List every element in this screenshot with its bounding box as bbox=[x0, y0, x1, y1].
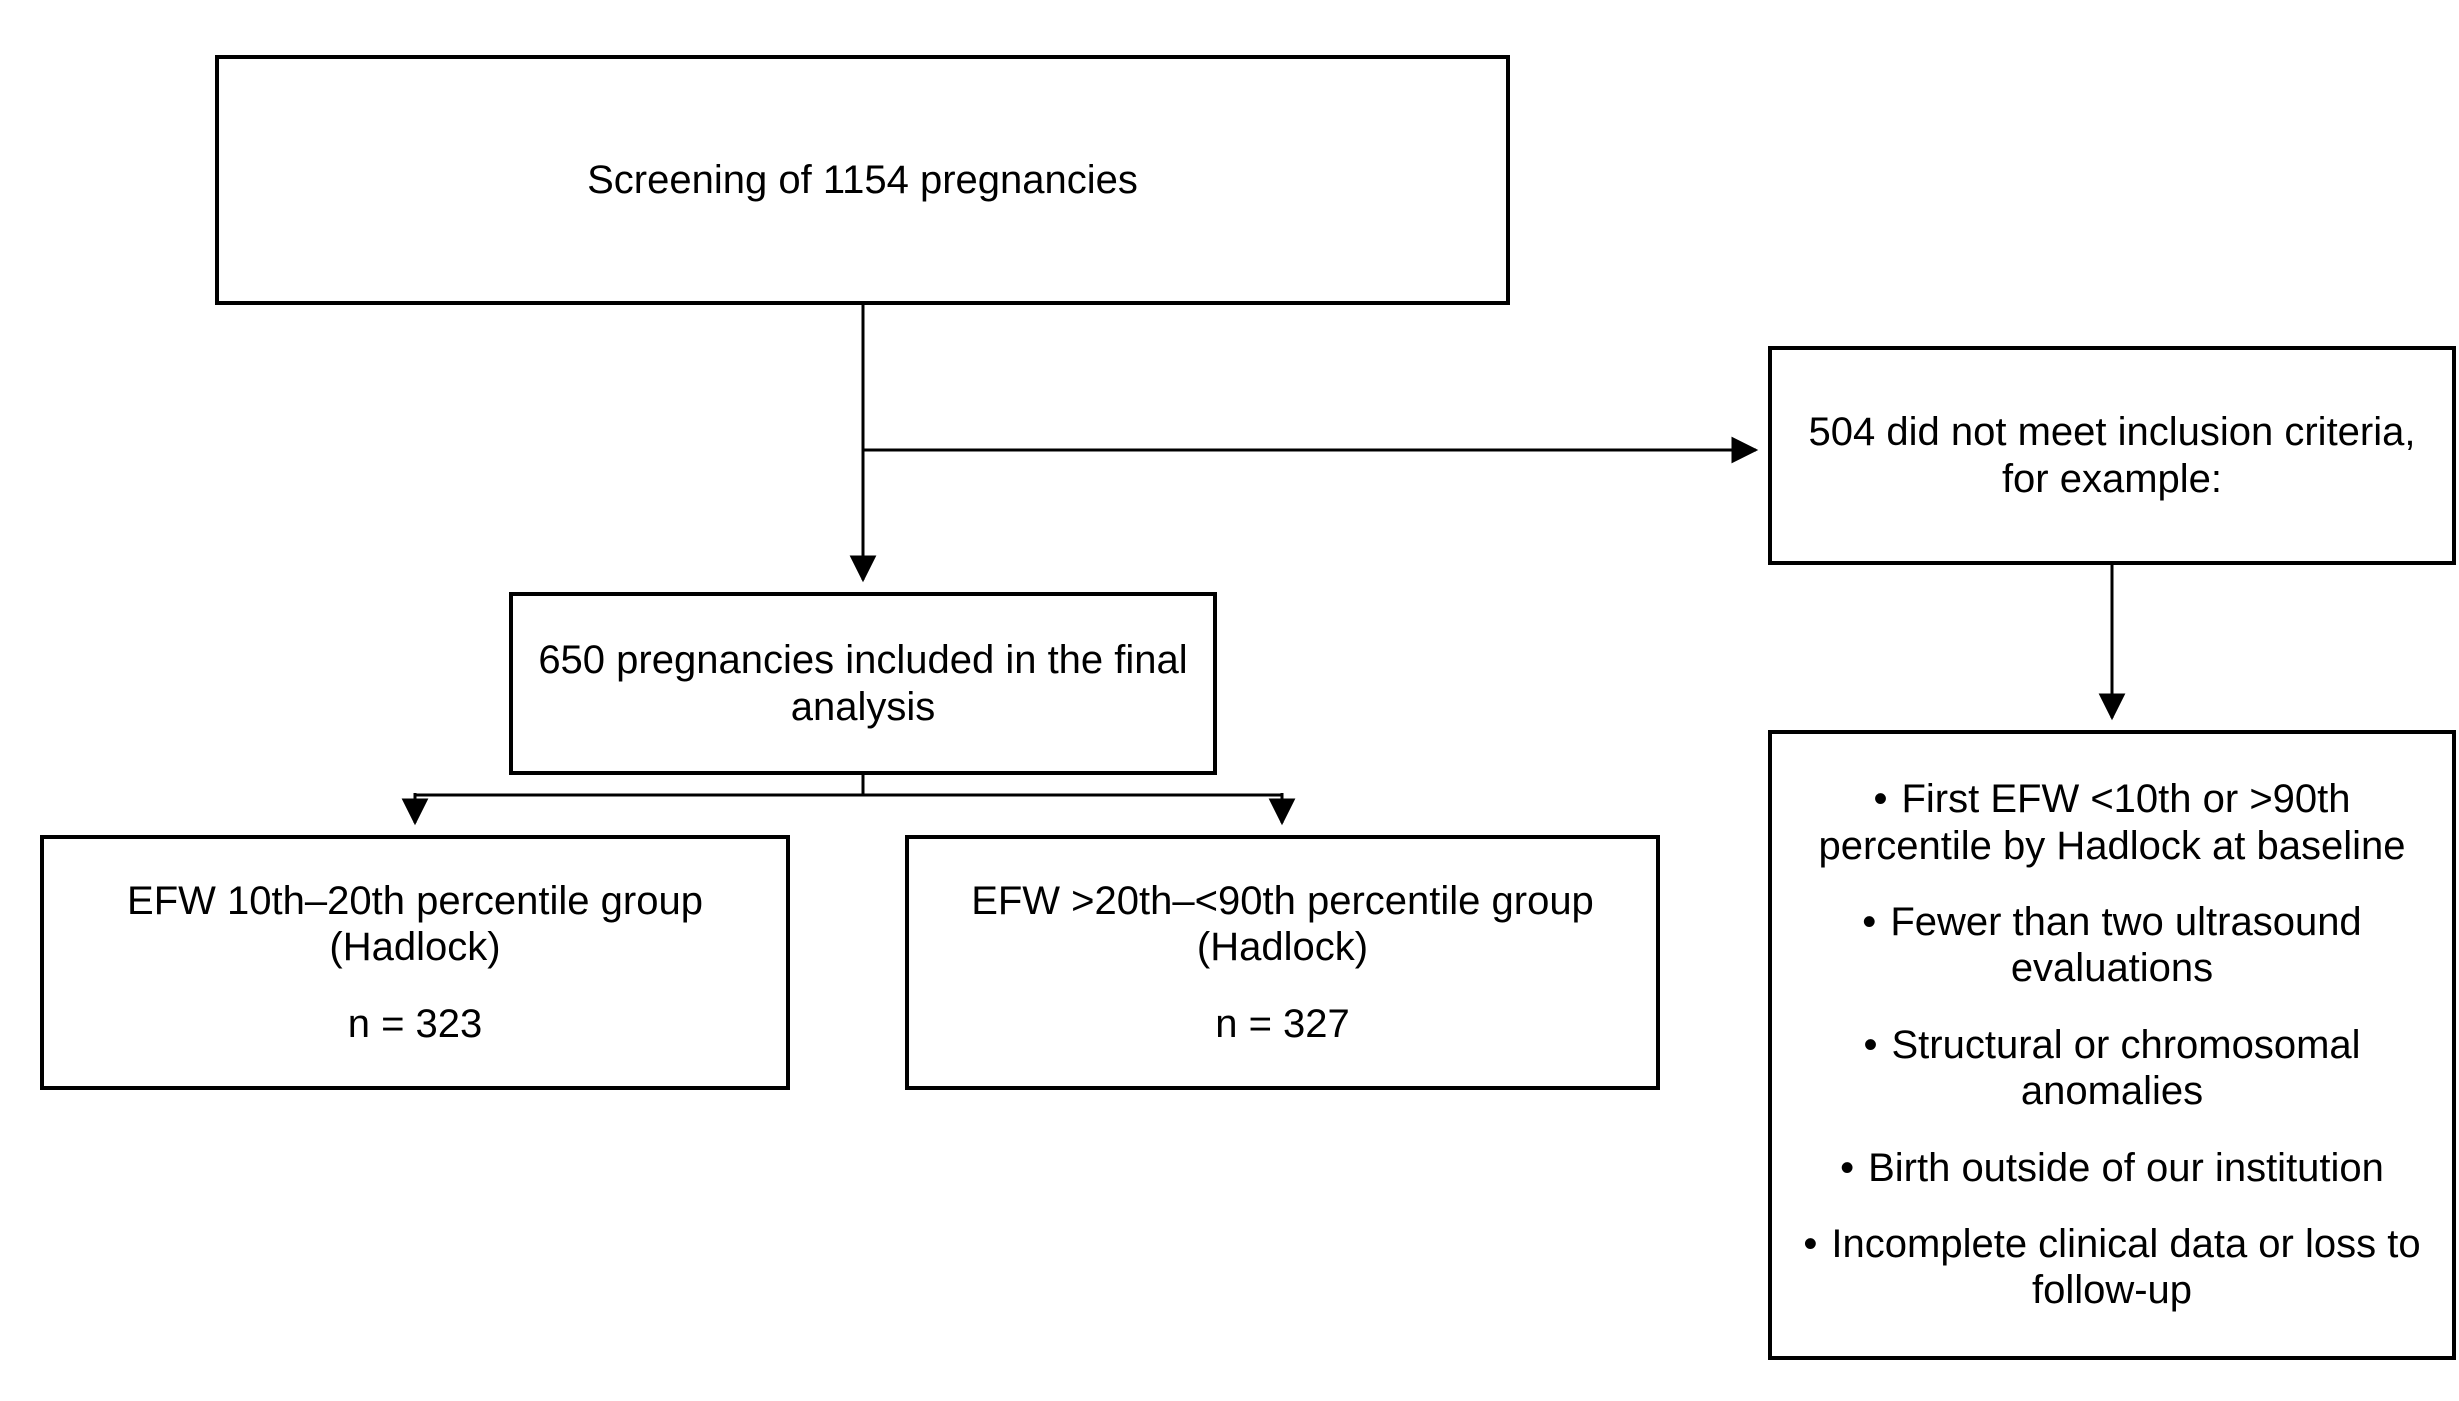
exclusion-reason-item: • Incomplete clinical data or loss to fol… bbox=[1784, 1221, 2440, 1314]
exclusion-reason-item: • Structural or chromosomal anomalies bbox=[1784, 1022, 2440, 1115]
bullet-marker: • bbox=[1863, 1022, 1878, 1067]
exclusion-reason-text: Incomplete clinical data or loss to foll… bbox=[1831, 1221, 2421, 1313]
group-normal-title: EFW >20th–<90th percentile group (Hadloc… bbox=[971, 878, 1594, 970]
screening-text: Screening of 1154 pregnancies bbox=[587, 157, 1138, 202]
group-normal-count: n = 327 bbox=[1215, 1001, 1350, 1046]
included-box: 650 pregnancies included in the final an… bbox=[509, 592, 1217, 775]
group-normal-box: EFW >20th–<90th percentile group (Hadloc… bbox=[905, 835, 1660, 1090]
exclusion-reason-item: • Birth outside of our institution bbox=[1784, 1145, 2440, 1191]
excluded-box: 504 did not meet inclusion criteria, for… bbox=[1768, 346, 2456, 565]
exclusion-reason-text: Birth outside of our institution bbox=[1868, 1145, 2384, 1190]
bullet-marker: • bbox=[1862, 900, 1877, 945]
group-low-count: n = 323 bbox=[347, 1001, 483, 1046]
excluded-text: 504 did not meet inclusion criteria, for… bbox=[1808, 410, 2416, 501]
exclusion-reason-item: • Fewer than two ultrasound evaluations bbox=[1784, 899, 2440, 992]
group-low-box: EFW 10th–20th percentile group (Hadlock)… bbox=[40, 835, 790, 1090]
exclusion-reasons-box: •First EFW <10th or >90th percentile by … bbox=[1768, 730, 2456, 1360]
exclusion-reason-text: Fewer than two ultrasound evaluations bbox=[1890, 900, 2362, 991]
bullet-marker: • bbox=[1803, 1221, 1818, 1266]
screening-box: Screening of 1154 pregnancies bbox=[215, 55, 1510, 305]
exclusion-reason-item: •First EFW <10th or >90th percentile by … bbox=[1784, 776, 2440, 869]
bullet-marker: • bbox=[1873, 777, 1888, 822]
group-low-title: EFW 10th–20th percentile group (Hadlock) bbox=[127, 878, 703, 970]
exclusion-reason-text: Structural or chromosomal anomalies bbox=[1891, 1022, 2361, 1114]
included-text: 650 pregnancies included in the final an… bbox=[538, 638, 1188, 729]
bullet-marker: • bbox=[1840, 1145, 1855, 1190]
exclusion-reason-text: First EFW <10th or >90th percentile by H… bbox=[1818, 777, 2406, 868]
